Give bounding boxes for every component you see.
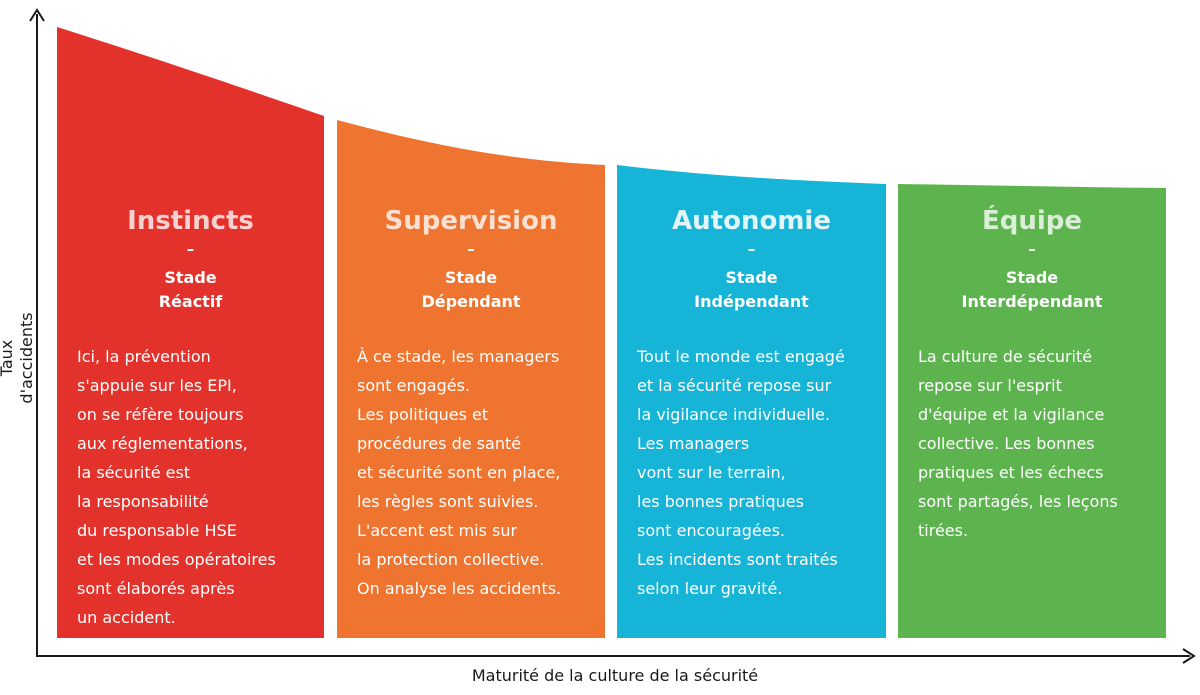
description-line: Les politiques et bbox=[357, 405, 489, 424]
stage-subtitle-line: Stade bbox=[1005, 268, 1059, 287]
description-line: L'accent est mis sur bbox=[357, 521, 518, 540]
description-line: repose sur l'esprit bbox=[918, 376, 1062, 395]
x-axis-label: Maturité de la culture de la sécurité bbox=[471, 666, 759, 685]
stage-title: Équipe bbox=[981, 206, 1083, 236]
y-axis-label: Taux d'accidents bbox=[0, 312, 36, 404]
stage-subtitle-line: Interdépendant bbox=[961, 292, 1103, 311]
stage-title: Supervision bbox=[384, 206, 558, 236]
description-line: procédures de santé bbox=[357, 434, 522, 453]
description-line: les règles sont suivies. bbox=[357, 492, 539, 511]
stage-subtitle-line: Stade bbox=[444, 268, 498, 287]
description-line: sont engagés. bbox=[357, 376, 470, 395]
stage-panel-autonomie: Autonomie – Stade Indépendant Tout le mo… bbox=[617, 0, 886, 638]
stage-panel-instincts: Instincts – Stade Réactif Ici, la préven… bbox=[57, 0, 324, 638]
description-line: Tout le monde est engagé bbox=[637, 347, 845, 366]
stage-subtitle-line: Dépendant bbox=[421, 292, 521, 311]
description-line: tirées. bbox=[918, 521, 969, 540]
description-line: À ce stade, les managers bbox=[357, 347, 560, 366]
description-line: vont sur le terrain, bbox=[637, 463, 786, 482]
stage-dash: – bbox=[467, 240, 475, 258]
description-line: Les managers bbox=[637, 434, 750, 453]
stage-subtitle: Stade Dépendant bbox=[337, 266, 605, 314]
stage-panel-equipe: Équipe – Stade Interdépendant La culture… bbox=[898, 0, 1166, 638]
description-line: La culture de sécurité bbox=[918, 347, 1093, 366]
stage-dash: – bbox=[1028, 240, 1036, 258]
description-line: et sécurité sont en place, bbox=[357, 463, 561, 482]
description-line: sont encouragées. bbox=[637, 521, 785, 540]
description-line: et la sécurité repose sur bbox=[637, 376, 832, 395]
stage-dash: – bbox=[186, 240, 195, 258]
stage-subtitle-line: Stade bbox=[725, 268, 778, 287]
description-line: sont partagés, les leçons bbox=[918, 492, 1118, 511]
description-line: la responsabilité bbox=[77, 492, 209, 511]
stage-dash: – bbox=[747, 240, 756, 258]
description-line: s'appuie sur les EPI, bbox=[77, 376, 237, 395]
stage-subtitle: Stade Réactif bbox=[57, 266, 324, 314]
stage-description: À ce stade, les managers sont engagés. L… bbox=[357, 342, 599, 603]
description-line: du responsable HSE bbox=[77, 521, 237, 540]
stage-subtitle: Stade Indépendant bbox=[617, 266, 886, 314]
description-line: d'équipe et la vigilance bbox=[918, 405, 1105, 424]
stage-subtitle-line: Stade bbox=[164, 268, 217, 287]
description-line: la vigilance individuelle. bbox=[637, 405, 831, 424]
stage-shape-equipe bbox=[898, 184, 1166, 638]
description-line: la sécurité est bbox=[77, 463, 191, 482]
description-line: selon leur gravité. bbox=[637, 579, 783, 598]
description-line: sont élaborés après bbox=[77, 579, 235, 598]
y-axis-arrow-icon bbox=[29, 8, 45, 22]
description-line: pratiques et les échecs bbox=[918, 463, 1104, 482]
stage-title: Autonomie bbox=[672, 206, 831, 236]
description-line: on se réfère toujours bbox=[77, 405, 244, 424]
description-line: un accident. bbox=[77, 608, 176, 627]
stage-shape-instincts bbox=[57, 27, 324, 638]
stage-subtitle: Stade Interdépendant bbox=[898, 266, 1166, 314]
stage-shape-autonomie bbox=[617, 165, 886, 638]
description-line: Les incidents sont traités bbox=[637, 550, 838, 569]
description-line: On analyse les accidents. bbox=[357, 579, 562, 598]
stage-description: Tout le monde est engagé et la sécurité … bbox=[637, 342, 880, 603]
stage-title: Instincts bbox=[127, 206, 254, 236]
stage-panel-supervision: Supervision – Stade Dépendant À ce stade… bbox=[337, 0, 605, 638]
description-line: la protection collective. bbox=[357, 550, 545, 569]
x-axis-arrow-icon bbox=[1182, 648, 1196, 664]
stage-subtitle-line: Indépendant bbox=[694, 292, 809, 311]
stage-description: La culture de sécurité repose sur l'espr… bbox=[918, 342, 1160, 545]
description-line: Ici, la prévention bbox=[77, 347, 211, 366]
description-line: les bonnes pratiques bbox=[637, 492, 804, 511]
description-line: aux réglementations, bbox=[77, 434, 248, 453]
stage-description: Ici, la prévention s'appuie sur les EPI,… bbox=[77, 342, 318, 632]
stage-subtitle-line: Réactif bbox=[158, 292, 223, 311]
description-line: et les modes opératoires bbox=[77, 550, 276, 569]
description-line: collective. Les bonnes bbox=[918, 434, 1095, 453]
stage-shape-supervision bbox=[337, 120, 605, 638]
